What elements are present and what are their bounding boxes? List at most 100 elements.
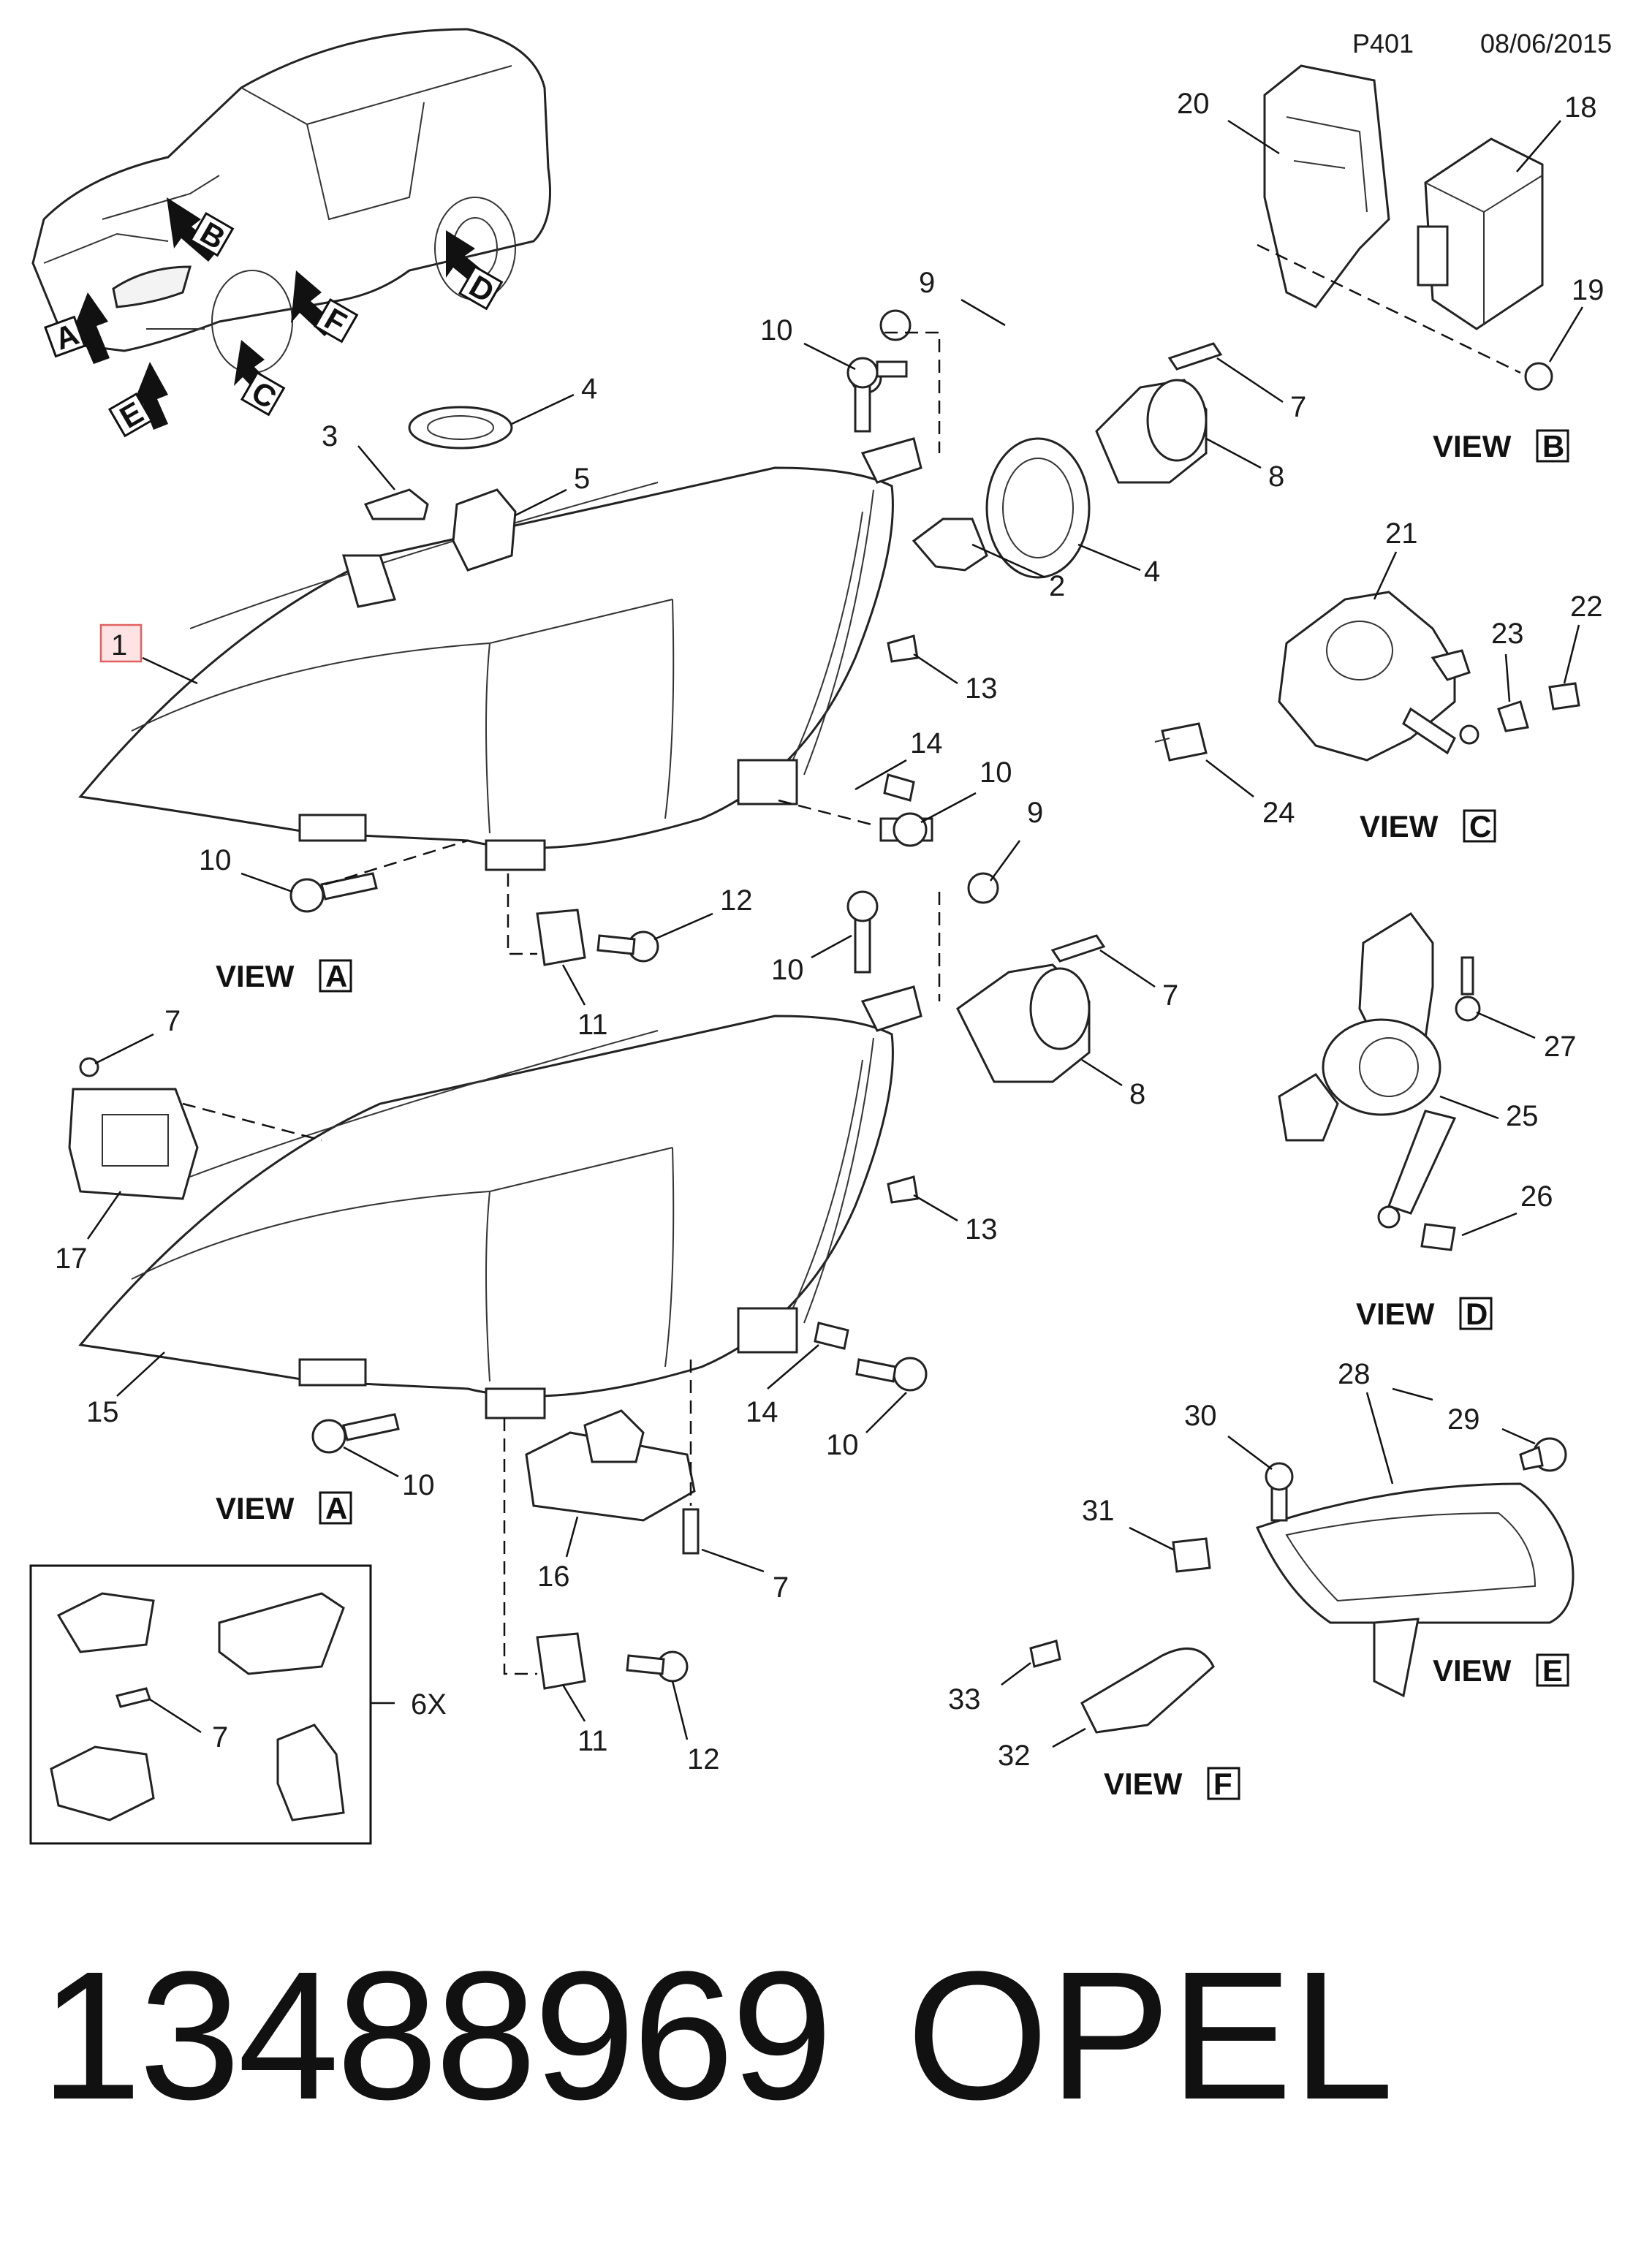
mount-tab-top-1	[298, 814, 367, 842]
callout-2[interactable]: 2	[1049, 570, 1065, 602]
svg-text:VIEW: VIEW	[216, 959, 295, 993]
nut-22	[1548, 682, 1580, 710]
view-c-group	[1154, 591, 1580, 762]
svg-text:F: F	[1213, 1767, 1232, 1801]
callout-32[interactable]: 32	[998, 1740, 1031, 1772]
callout-11-a[interactable]: 11	[577, 1009, 608, 1041]
callout-1[interactable]: 1	[111, 629, 127, 661]
mount-tab-top-3	[737, 759, 798, 805]
callout-7-e[interactable]: 7	[212, 1721, 228, 1754]
callout-30[interactable]: 30	[1184, 1400, 1217, 1432]
callout-13-b[interactable]: 13	[965, 1213, 998, 1246]
pin-24	[1161, 722, 1208, 762]
screw-7-bottom-left	[79, 1057, 99, 1077]
callout-18[interactable]: 18	[1564, 91, 1597, 124]
callout-9-a[interactable]: 9	[919, 267, 935, 299]
callout-3[interactable]: 3	[322, 420, 338, 452]
callout-6x[interactable]: 6X	[411, 1688, 447, 1721]
callout-28[interactable]: 28	[1338, 1358, 1371, 1390]
callout-33[interactable]: 33	[948, 1683, 981, 1715]
callout-12-b[interactable]: 12	[687, 1743, 720, 1775]
svg-text:VIEW: VIEW	[1360, 809, 1439, 843]
callout-7-b[interactable]: 7	[1162, 979, 1178, 1012]
callout-4-top[interactable]: 4	[581, 373, 597, 405]
callout-19[interactable]: 19	[1572, 274, 1604, 306]
callout-26[interactable]: 26	[1520, 1180, 1553, 1213]
callout-12-a[interactable]: 12	[720, 884, 753, 917]
callout-17[interactable]: 17	[55, 1243, 88, 1275]
callout-25[interactable]: 25	[1506, 1100, 1539, 1132]
svg-text:VIEW: VIEW	[216, 1491, 295, 1525]
callout-22[interactable]: 22	[1570, 591, 1603, 623]
view-d-group	[1278, 912, 1481, 1251]
bracket-11-bottom	[536, 1632, 586, 1690]
view-e-group	[1029, 1437, 1575, 1734]
arrow-e-icon	[132, 362, 168, 430]
callout-11-b[interactable]: 11	[577, 1725, 608, 1757]
callout-15[interactable]: 15	[86, 1396, 119, 1428]
callout-20[interactable]: 20	[1177, 88, 1210, 120]
callout-7-d[interactable]: 7	[773, 1572, 789, 1604]
page-date: 08/06/2015	[1480, 29, 1612, 58]
upper-mount-bottom	[860, 985, 922, 1032]
bolt-10-top-left	[289, 878, 325, 913]
bolt-10-top-right	[893, 812, 928, 847]
callout-10-d[interactable]: 10	[771, 954, 804, 986]
svg-text:A: A	[325, 959, 347, 993]
callout-8-a[interactable]: 8	[1268, 460, 1284, 493]
module-17	[68, 1088, 199, 1200]
page-code: P401	[1352, 29, 1414, 58]
callout-29[interactable]: 29	[1447, 1403, 1480, 1436]
callout-7-c[interactable]: 7	[164, 1005, 181, 1037]
callout-10-f[interactable]: 10	[402, 1469, 435, 1501]
callout-1-highlight[interactable]	[99, 623, 143, 663]
callout-7-a[interactable]: 7	[1290, 391, 1306, 423]
callout-5[interactable]: 5	[574, 463, 590, 495]
callout-21[interactable]: 21	[1385, 517, 1418, 550]
part-number: 13488969	[40, 1933, 833, 2137]
kit-clip-3	[50, 1745, 155, 1821]
callout-27[interactable]: 27	[1544, 1031, 1577, 1063]
view-label-a1: VIEW A	[216, 959, 352, 993]
callout-16[interactable]: 16	[537, 1561, 570, 1593]
arrow-a-icon	[70, 292, 110, 364]
svg-text:C: C	[1469, 809, 1491, 843]
view-label-c: VIEW C	[1360, 809, 1496, 843]
clip-13-top	[887, 634, 919, 663]
callout-4-right[interactable]: 4	[1144, 556, 1160, 588]
callout-10-c[interactable]: 10	[199, 844, 232, 876]
foglamp-28	[1255, 1482, 1575, 1624]
callout-23[interactable]: 23	[1491, 618, 1524, 650]
kit-6x-box	[29, 1564, 395, 1845]
clip-23	[1497, 700, 1529, 732]
module-18-connector	[1417, 225, 1449, 287]
bolt-27	[1460, 956, 1474, 996]
callout-10-b[interactable]: 10	[980, 757, 1012, 789]
clip-14-bottom	[814, 1322, 849, 1350]
clip-14-top	[883, 773, 915, 802]
module-5	[452, 488, 517, 572]
rear-bracket-top	[342, 554, 396, 608]
screw-7-bottom-right	[1050, 934, 1106, 963]
callout-10-a[interactable]: 10	[760, 314, 793, 346]
mount-tab-bottom-1	[298, 1358, 367, 1387]
callout-10-e[interactable]: 10	[826, 1429, 859, 1461]
view-b-group	[1257, 64, 1553, 391]
bolt-10-bottom-left	[311, 1419, 346, 1454]
clip-31	[1172, 1537, 1211, 1573]
callout-31[interactable]: 31	[1082, 1495, 1115, 1527]
callout-9-b[interactable]: 9	[1027, 797, 1043, 829]
callout-24[interactable]: 24	[1262, 797, 1295, 829]
callout-13-a[interactable]: 13	[965, 672, 998, 705]
callout-14-b[interactable]: 14	[746, 1396, 778, 1428]
marker-32	[1080, 1647, 1215, 1734]
headlamp-top-group	[78, 309, 1223, 966]
headlamp-bottom-group	[68, 872, 1106, 1690]
callout-14-a[interactable]: 14	[910, 727, 943, 759]
screw-7-top	[1167, 342, 1223, 371]
callout-8-b[interactable]: 8	[1129, 1078, 1145, 1110]
